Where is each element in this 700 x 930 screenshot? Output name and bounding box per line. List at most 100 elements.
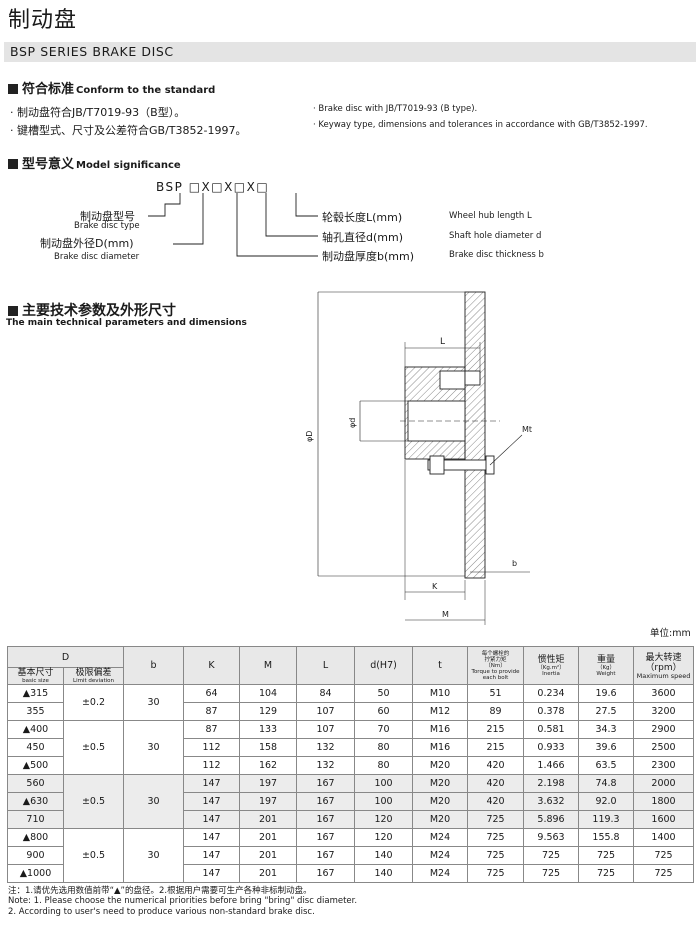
table-cell: 89	[467, 702, 525, 721]
group-dev: ±0.2	[62, 684, 125, 721]
table-cell: 201	[239, 828, 298, 847]
table-cell: 158	[239, 738, 298, 757]
table-cell: 725	[467, 828, 525, 847]
col-weight: 重量（Kg）Weight	[578, 646, 635, 685]
model-label-shaft-en: Shaft hole diameter d	[449, 231, 542, 241]
table-cell: ▲500	[7, 756, 64, 775]
table-cell: 100	[354, 774, 414, 793]
note-en-2: 2. According to user's need to produce v…	[8, 907, 315, 917]
table-cell: 1.466	[523, 756, 580, 775]
table-cell: 3600	[633, 684, 695, 703]
params-heading: 主要技术参数及外形尺寸	[8, 300, 176, 320]
group-b: 30	[123, 684, 185, 721]
col-d: d(H7)	[354, 646, 414, 685]
table-cell: 215	[467, 738, 525, 757]
table-cell: 104	[239, 684, 298, 703]
table-cell: 64	[183, 684, 241, 703]
table-cell: 167	[296, 864, 356, 883]
table-cell: 2900	[633, 720, 695, 739]
model-label-hub-en: Wheel hub length L	[449, 211, 532, 221]
table-cell: 1800	[633, 792, 695, 811]
table-cell: 355	[7, 702, 64, 721]
col-M: M	[239, 646, 298, 685]
table-cell: 725	[578, 846, 635, 865]
table-cell: 74.8	[578, 774, 635, 793]
table-cell: M16	[412, 720, 469, 739]
standard-heading-en: Conform to the standard	[76, 85, 216, 96]
table-cell: 112	[183, 738, 241, 757]
table-cell: 167	[296, 774, 356, 793]
table-cell: ▲630	[7, 792, 64, 811]
table-cell: 107	[296, 702, 356, 721]
standard-item-en-1: · Brake disc with JB/T7019-93 (B type).	[313, 104, 478, 114]
table-cell: 147	[183, 792, 241, 811]
table-cell: M20	[412, 774, 469, 793]
table-cell: 84	[296, 684, 356, 703]
table-cell: 155.8	[578, 828, 635, 847]
table-cell: 450	[7, 738, 64, 757]
params-heading-cn: 主要技术参数及外形尺寸	[22, 303, 176, 319]
table-cell: 725	[633, 846, 695, 865]
table-cell: 112	[183, 756, 241, 775]
table-cell: 0.378	[523, 702, 580, 721]
col-L: L	[296, 646, 356, 685]
group-b: 30	[123, 774, 185, 829]
table-cell: 1600	[633, 810, 695, 829]
group-dev: ±0.5	[62, 828, 125, 883]
table-cell: 132	[296, 756, 356, 775]
col-D: D	[6, 646, 125, 668]
table-cell: M16	[412, 738, 469, 757]
model-label-hub-cn: 轮毂长度L(mm)	[322, 211, 403, 224]
col-inertia: 惯性矩（Kg.m²）Inertia	[523, 646, 580, 685]
standard-item-cn-2: · 键槽型式、尺寸及公差符合GB/T3852-1997。	[10, 124, 247, 137]
table-cell: 147	[183, 846, 241, 865]
unit-label: 单位:mm	[650, 628, 691, 639]
table-cell: 70	[354, 720, 414, 739]
table-cell: 63.5	[578, 756, 635, 775]
table-cell: 3.632	[523, 792, 580, 811]
model-heading-cn: 型号意义	[22, 157, 75, 172]
table-cell: 34.3	[578, 720, 635, 739]
table-cell: 147	[183, 864, 241, 883]
table-cell: 2300	[633, 756, 695, 775]
table-cell: 147	[183, 828, 241, 847]
table-cell: M20	[412, 756, 469, 775]
bullet-square-icon	[8, 84, 18, 94]
col-b: b	[123, 646, 185, 685]
table-cell: 201	[239, 810, 298, 829]
table-cell: 92.0	[578, 792, 635, 811]
table-cell: 50	[354, 684, 414, 703]
table-cell: 27.5	[578, 702, 635, 721]
table-cell: 162	[239, 756, 298, 775]
dim-phid-label: φd	[348, 418, 357, 428]
group-b: 30	[123, 828, 185, 883]
table-cell: 420	[467, 792, 525, 811]
page-title: 制动盘	[8, 8, 78, 33]
table-cell: 140	[354, 864, 414, 883]
table-cell: M20	[412, 792, 469, 811]
spec-table: D b K M L d(H7) t 每个螺栓的拧紧力矩（Nm）Torque to…	[6, 646, 695, 883]
model-label-diameter-en: Brake disc diameter	[54, 252, 140, 262]
table-cell: 167	[296, 846, 356, 865]
table-cell: 2000	[633, 774, 695, 793]
dim-Mt-label: Mt	[522, 425, 532, 434]
model-leader-lines	[148, 193, 318, 257]
table-cell: 0.933	[523, 738, 580, 757]
table-cell: 107	[296, 720, 356, 739]
table-cell: M10	[412, 684, 469, 703]
table-cell: 9.563	[523, 828, 580, 847]
col-speed: 最大转速（rpm）Maximum speed	[633, 646, 695, 685]
dim-K-label: K	[432, 582, 438, 591]
table-cell: 710	[7, 810, 64, 829]
table-cell: 0.581	[523, 720, 580, 739]
model-label-thickness-cn: 制动盘厚度b(mm)	[322, 250, 414, 263]
